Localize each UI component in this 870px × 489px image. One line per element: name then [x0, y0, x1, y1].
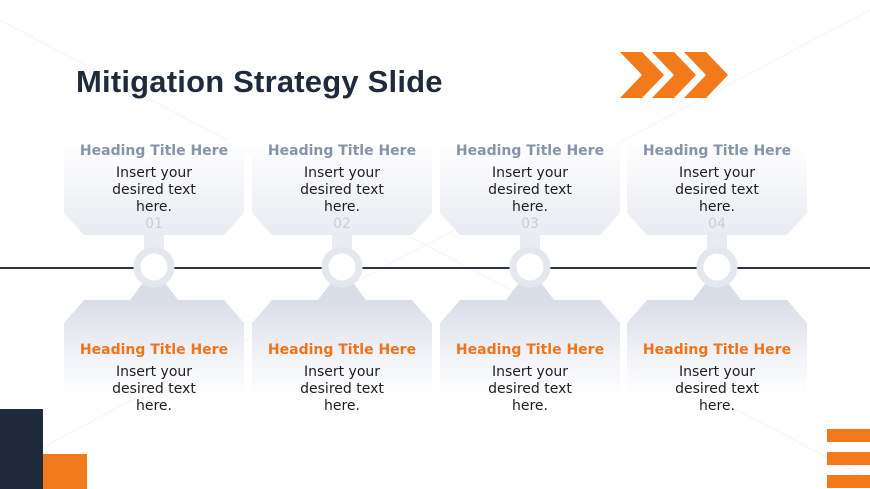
step-1-top-card: Heading Title Here Insert your desired t… [64, 143, 244, 216]
step-number: 04 [708, 216, 726, 232]
step-text: Insert your desired text here. [300, 165, 384, 215]
step-number: 01 [145, 216, 163, 232]
step-1-bottom-card: Heading Title Here Insert your desired t… [64, 342, 244, 415]
timeline-nodes [133, 246, 738, 288]
step-text: Insert your desired text here. [112, 364, 196, 414]
step-2-bottom-card: Heading Title Here Insert your desired t… [252, 342, 432, 415]
step-heading: Heading Title Here [79, 143, 229, 159]
step-number: 02 [333, 216, 351, 232]
step-heading: Heading Title Here [642, 143, 792, 159]
step-4-bottom-card: Heading Title Here Insert your desired t… [627, 342, 807, 415]
step-heading: Heading Title Here [455, 342, 605, 358]
step-3-bottom-card: Heading Title Here Insert your desired t… [440, 342, 620, 415]
step-number: 03 [521, 216, 539, 232]
step-shapes-1 [64, 140, 244, 398]
step-shapes-3 [440, 140, 620, 398]
step-shapes-4 [627, 140, 807, 398]
step-text: Insert your desired text here. [300, 364, 384, 414]
step-heading: Heading Title Here [642, 342, 792, 358]
step-text: Insert your desired text here. [675, 364, 759, 414]
step-2-top-card: Heading Title Here Insert your desired t… [252, 143, 432, 216]
triple-chevron-right-icon [620, 52, 728, 98]
step-heading: Heading Title Here [79, 342, 229, 358]
step-text: Insert your desired text here. [675, 165, 759, 215]
page-title: Mitigation Strategy Slide [76, 64, 443, 99]
step-heading: Heading Title Here [267, 342, 417, 358]
step-text: Insert your desired text here. [488, 165, 572, 215]
step-text: Insert your desired text here. [112, 165, 196, 215]
step-text: Insert your desired text here. [488, 364, 572, 414]
step-heading: Heading Title Here [455, 143, 605, 159]
step-3-top-card: Heading Title Here Insert your desired t… [440, 143, 620, 216]
step-4-top-card: Heading Title Here Insert your desired t… [627, 143, 807, 216]
dark-orange-corner-block [0, 409, 87, 489]
step-shapes-2 [252, 140, 432, 398]
orange-stripes-icon [827, 429, 870, 488]
step-heading: Heading Title Here [267, 143, 417, 159]
